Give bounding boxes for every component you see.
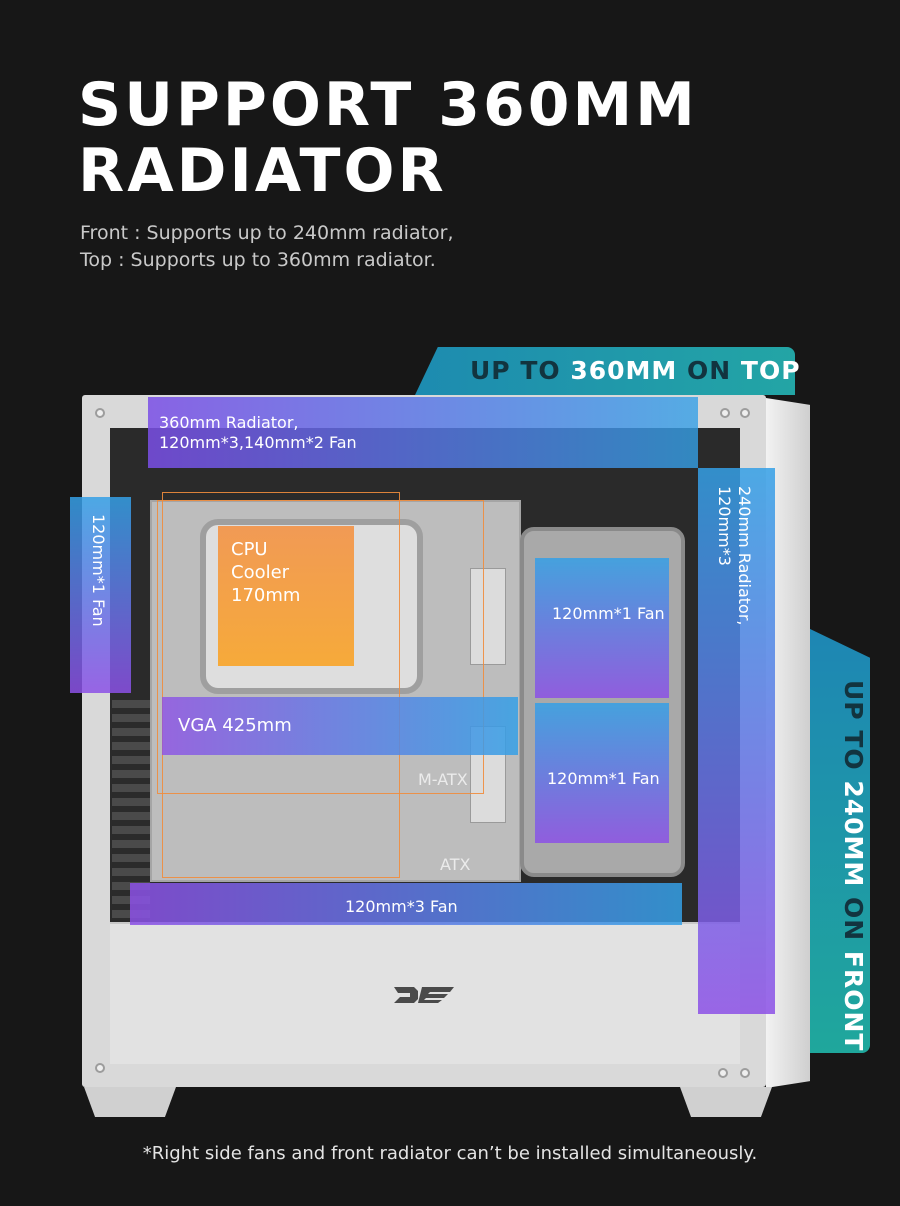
vga-label: VGA 425mm xyxy=(178,715,292,736)
cpu-label-3: 170mm xyxy=(231,585,301,606)
case-foot-left xyxy=(84,1087,176,1117)
top-radiator-zone xyxy=(148,397,698,468)
rear-fan-zone xyxy=(70,497,131,693)
screw-icon xyxy=(718,1068,728,1078)
footnote: *Right side fans and front radiator can’… xyxy=(142,1143,758,1164)
cpu-label-1: CPU xyxy=(231,539,268,560)
side-fan-label-1: 120mm*1 Fan xyxy=(552,604,665,623)
tab-front-part4: FRONT xyxy=(839,950,868,1052)
side-fan-zone-2 xyxy=(535,703,669,843)
top-radiator-label-2: 120mm*3,140mm*2 Fan xyxy=(159,433,357,452)
title-line-1: SUPPORT 360MM xyxy=(78,70,698,140)
tab-front-part2: 240MM xyxy=(839,780,868,888)
atx-label: ATX xyxy=(440,855,471,874)
matx-outline xyxy=(157,500,484,794)
title-line-2: RADIATOR xyxy=(78,136,447,206)
case-foot-right xyxy=(680,1087,772,1117)
tab-top-part1: UP TO xyxy=(470,356,571,385)
cable-slot xyxy=(470,568,506,665)
tab-top-part4: TOP xyxy=(740,356,801,385)
atx-outline xyxy=(162,492,400,878)
top-support-label: UP TO 360MM ON TOP xyxy=(470,356,801,385)
screw-icon xyxy=(740,408,750,418)
front-support-tab xyxy=(808,628,870,1053)
brand-logo-icon xyxy=(394,987,454,1003)
front-radiator-label-1: 240mm Radiator, xyxy=(735,486,754,626)
screw-icon xyxy=(740,1068,750,1078)
front-support-label: UP TO 240MM ON FRONT xyxy=(820,680,868,1051)
bottom-fan-label: 120mm*3 Fan xyxy=(345,897,458,916)
subtitle-front: Front : Supports up to 240mm radiator, xyxy=(80,222,454,244)
matx-label: M-ATX xyxy=(418,770,468,789)
front-radiator-label-2: 120mm*3 xyxy=(715,486,734,566)
top-support-tab xyxy=(415,347,795,395)
screw-icon xyxy=(720,408,730,418)
cpu-cooler-zone xyxy=(218,526,354,666)
tab-front-part3: ON xyxy=(839,887,868,951)
front-radiator-zone xyxy=(698,468,775,1014)
top-radiator-label-1: 360mm Radiator, xyxy=(159,413,299,432)
cpu-label-2: Cooler xyxy=(231,562,290,583)
side-fan-label-2: 120mm*1 Fan xyxy=(547,769,660,788)
tab-top-part3: ON xyxy=(677,356,741,385)
bottom-fan-zone xyxy=(130,883,682,925)
page-title: SUPPORT 360MM RADIATOR xyxy=(78,72,698,204)
side-fan-zone-1 xyxy=(535,558,669,698)
tab-front-part1: UP TO xyxy=(839,680,868,781)
screw-icon xyxy=(95,408,105,418)
subtitle-top: Top : Supports up to 360mm radiator. xyxy=(80,249,436,271)
screw-icon xyxy=(95,1063,105,1073)
tab-top-part2: 360MM xyxy=(570,356,678,385)
vga-zone xyxy=(162,697,518,755)
rear-fan-label: 120mm*1 Fan xyxy=(89,514,108,627)
